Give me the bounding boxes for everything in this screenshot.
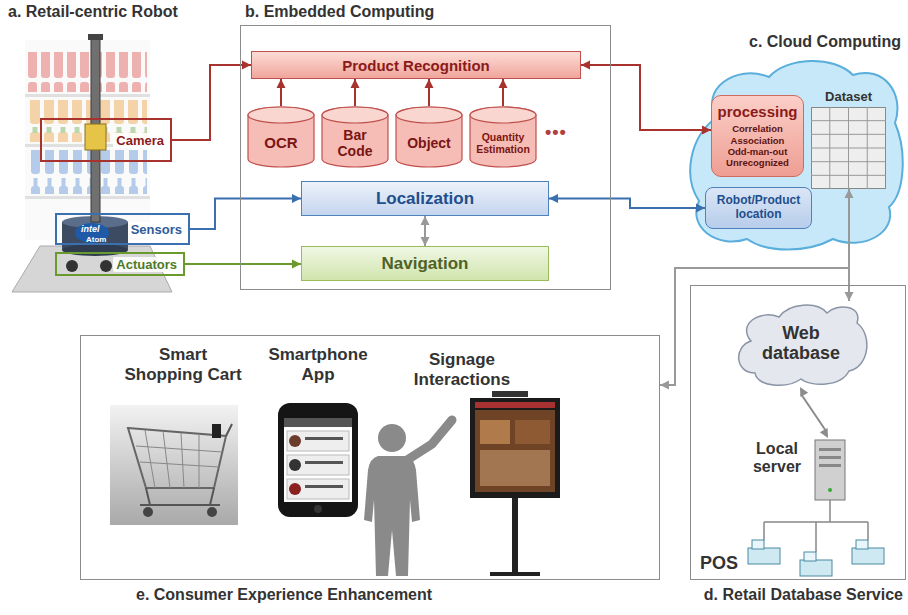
database-cylinder: Quantity Estimation — [469, 106, 537, 168]
node-body-text: Correlation Association Odd-man-out Unre… — [722, 123, 794, 169]
device-label: POS — [700, 553, 738, 574]
arrowhead — [292, 260, 301, 269]
database-cylinder: OCR — [247, 106, 315, 168]
arrowhead — [581, 61, 590, 70]
arrowhead — [660, 381, 669, 390]
node-label: Navigation — [382, 254, 469, 274]
node-body: Bar Code — [321, 106, 389, 168]
connector-line — [185, 263, 301, 265]
node-body: Product Recognition — [252, 52, 580, 78]
process-box: Navigation — [301, 246, 549, 281]
dataset-table: Dataset — [811, 89, 886, 189]
arrowhead — [277, 79, 286, 88]
actuators-region: Actuators — [55, 252, 185, 276]
node-label: Camera — [113, 133, 167, 148]
connector — [425, 79, 434, 106]
process-box: Product Recognition — [251, 51, 581, 79]
logo-text: Atom — [86, 235, 106, 244]
process-box: Robot/Product location — [705, 187, 812, 229]
database-wiring — [748, 387, 884, 576]
arrowhead — [242, 61, 251, 70]
process-box: Localization — [301, 181, 549, 216]
node-body: Actuators — [57, 254, 183, 274]
node-body: Quantity Estimation — [469, 106, 537, 168]
arrowhead — [549, 194, 558, 203]
node-label: Object — [407, 135, 451, 151]
arrowhead — [499, 79, 508, 88]
connector — [421, 216, 430, 246]
node-body: Object — [395, 106, 463, 168]
smartphone — [278, 403, 358, 517]
node-label: Quantity Estimation — [473, 131, 533, 155]
node-body: Robot/Product location — [706, 188, 811, 228]
panel-heading: d. Retail Database Service — [704, 586, 903, 604]
node-body: Navigation — [302, 247, 548, 280]
node-label: Actuators — [113, 257, 180, 272]
ellipsis: ••• — [545, 122, 567, 143]
panel: d. Retail Database ServiceWeb database — [690, 285, 906, 580]
connector — [185, 260, 301, 269]
panel: b. Embedded ComputingProduct Recognition… — [240, 25, 611, 290]
connector — [549, 194, 705, 213]
arrowhead — [425, 79, 434, 88]
section-heading: a. Retail-centric Robot — [8, 3, 178, 21]
node-label: Web database — [756, 324, 846, 364]
arrowhead — [421, 216, 430, 225]
node-label: Robot/Product location — [713, 194, 805, 222]
node-body: Web database — [731, 301, 871, 386]
node-label: OCR — [264, 134, 297, 151]
node-body: Dataset — [811, 89, 886, 189]
connector — [351, 79, 360, 106]
node-label: Localization — [376, 189, 474, 209]
connector-line — [549, 199, 705, 209]
connector — [499, 79, 508, 106]
sensors-region: Sensors — [55, 213, 190, 245]
node-heading: processing — [717, 103, 797, 120]
connector — [190, 194, 301, 229]
panel-heading: e. Consumer Experience Enhancement — [136, 586, 432, 604]
node-label: Bar Code — [335, 127, 375, 159]
cloud-region: c. Cloud ComputingprocessingCorrelation … — [683, 55, 905, 250]
arrowhead — [696, 204, 705, 213]
process-box: processingCorrelation Association Odd-ma… — [711, 95, 804, 177]
panel-heading: b. Embedded Computing — [245, 3, 434, 21]
connector-line — [581, 65, 711, 130]
arrowhead — [421, 237, 430, 246]
node-body: processingCorrelation Association Odd-ma… — [712, 96, 803, 176]
person-silhouette — [364, 420, 452, 576]
picture-title: Smart Shopping Cart — [119, 345, 247, 385]
shopping-cart — [110, 405, 238, 525]
node-label: Product Recognition — [342, 57, 490, 74]
node-body: Sensors — [57, 215, 188, 243]
logo-text: intel — [81, 224, 100, 234]
connector — [277, 79, 286, 106]
arrowhead — [351, 79, 360, 88]
node-label: Sensors — [128, 222, 185, 237]
dataset-grid — [811, 107, 886, 189]
arrowhead — [702, 126, 711, 135]
node-body: Camera — [42, 120, 170, 160]
connector-line — [190, 199, 301, 230]
signage-kiosk — [470, 391, 560, 576]
database-cylinder: Bar Code — [321, 106, 389, 168]
arrowhead — [845, 292, 854, 301]
node-label: Dataset — [825, 89, 872, 105]
node-body: OCR — [247, 106, 315, 168]
camera-region: Camera — [40, 118, 172, 162]
panel-heading: c. Cloud Computing — [749, 33, 901, 51]
database-cylinder: Object — [395, 106, 463, 168]
connector — [581, 61, 711, 135]
picture-title: Signage Interactions — [406, 350, 518, 390]
node-body: Localization — [302, 182, 548, 215]
database-cloud: Web database — [731, 301, 871, 386]
arrowhead — [292, 194, 301, 203]
picture-title: Smartphone App — [263, 345, 373, 385]
device-label: Local server — [744, 440, 810, 477]
